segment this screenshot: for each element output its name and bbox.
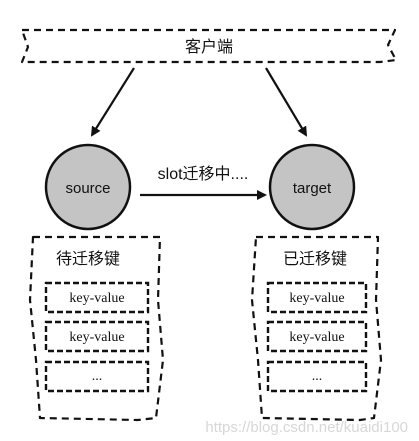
pending-kv-text: key-value — [69, 330, 124, 345]
migration-label: slot迁移中.... — [158, 165, 249, 183]
client-to-target-arrow — [265, 67, 308, 137]
target-label: target — [293, 180, 332, 197]
migrated-keys-title: 已迁移键 — [283, 250, 347, 268]
pending-kv-box — [44, 320, 150, 353]
client-label: 客户端 — [185, 38, 233, 56]
pending-ellipsis: ... — [92, 369, 103, 384]
target-node: target — [268, 143, 356, 231]
migrated-kv-box — [266, 360, 368, 393]
migrated-kv-text: key-value — [289, 291, 344, 306]
migrated-ellipsis: ... — [312, 369, 323, 384]
client-to-source-arrow — [90, 67, 135, 137]
pending-kv-text: key-value — [69, 291, 124, 306]
migrated-kv-text: key-value — [289, 330, 344, 345]
migrated-kv-box — [266, 281, 368, 314]
migrated-kv-box — [266, 320, 368, 353]
watermark-text: https://blog.csdn.net/kuaidi100 — [205, 419, 408, 436]
pending-kv-box — [44, 360, 150, 393]
source-label: source — [65, 180, 110, 197]
pending-keys-group: 待迁移键 key-value key-value ... — [28, 235, 165, 422]
pending-keys-title: 待迁移键 — [56, 250, 120, 268]
pending-kv-box — [44, 281, 150, 314]
migrated-keys-group: 已迁移键 key-value key-value ... — [250, 235, 383, 422]
client-node: 客户端 — [20, 28, 398, 64]
source-node: source — [44, 143, 132, 231]
